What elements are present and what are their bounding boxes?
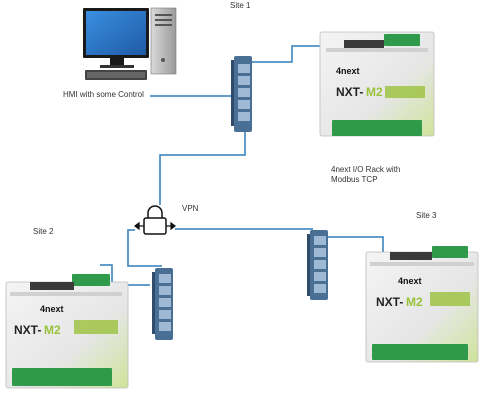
device-model-suffix: M2	[44, 323, 61, 337]
device-model-suffix: M2	[366, 85, 383, 99]
device-model-prefix: NXT-	[14, 323, 41, 337]
io-module-site2: 4next NXT- M2	[5, 274, 129, 389]
device-model-suffix: M2	[406, 295, 423, 309]
rack-label-line1: 4next I/O Rack with	[331, 165, 401, 174]
io-module-site1: 4next NXT- M2	[319, 31, 435, 137]
rack-label-line2: Modbus TCP	[331, 175, 378, 184]
hmi-label: HMI with some Control	[63, 90, 144, 99]
padlock-icon	[143, 205, 167, 235]
device-model-prefix: NXT-	[376, 295, 403, 309]
network-switch-icon	[152, 268, 173, 340]
device-model-prefix: NXT-	[336, 85, 363, 99]
rack-label: 4next I/O Rack with Modbus TCP	[331, 165, 421, 185]
network-switch-icon	[307, 230, 328, 300]
connection-lines	[100, 45, 400, 286]
device-brand: 4next	[336, 66, 360, 76]
link-switch3-rack3	[328, 236, 400, 255]
link-switch1-rack1	[252, 45, 344, 63]
vpn-label: VPN	[182, 204, 199, 213]
link-vpn-switch2	[127, 229, 162, 267]
io-module-site3: 4next NXT- M2	[365, 246, 479, 363]
link-switch2-rack2	[100, 264, 150, 286]
device-brand: 4next	[398, 276, 422, 286]
site-1-label: Site 1	[230, 1, 251, 10]
desktop-computer-icon	[83, 7, 177, 80]
link-switch1-vpn	[159, 130, 246, 205]
site-2-label: Site 2	[33, 227, 54, 236]
site-3-label: Site 3	[416, 211, 437, 220]
device-brand: 4next	[40, 304, 64, 314]
network-switch-icon	[231, 56, 252, 132]
bidirectional-arrow-icon	[134, 221, 176, 231]
